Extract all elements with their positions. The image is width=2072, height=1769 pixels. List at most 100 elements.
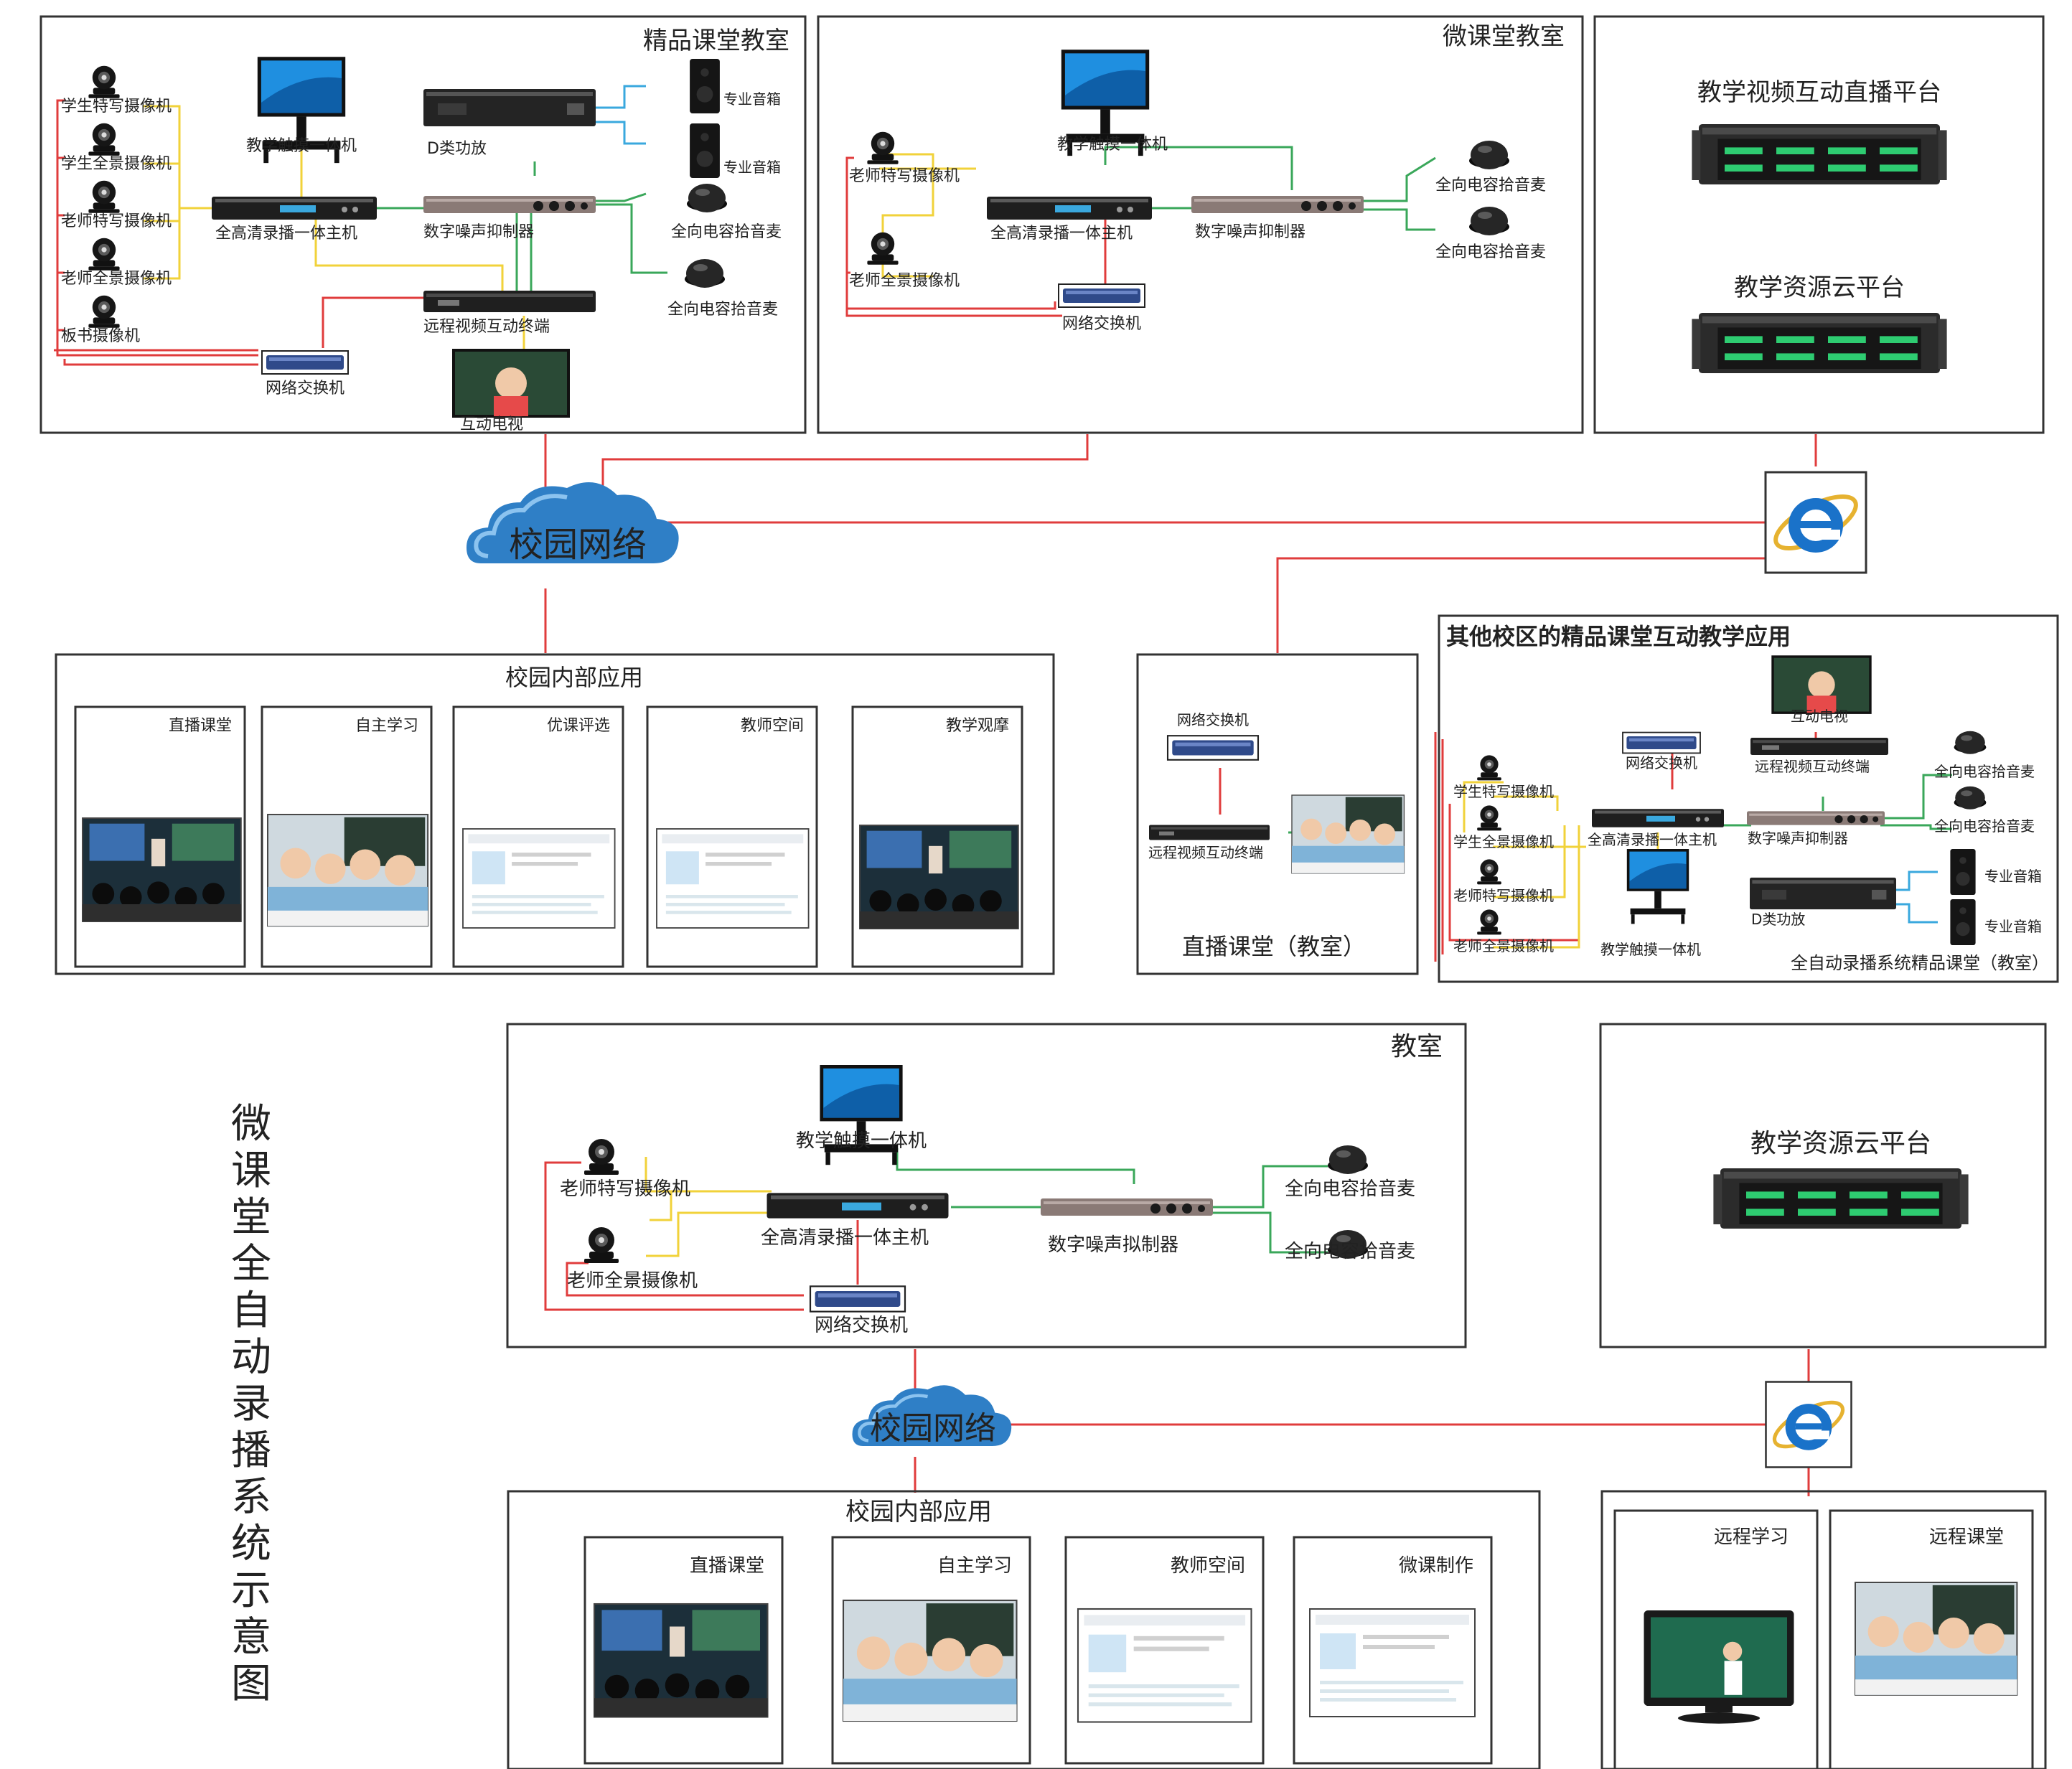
app-card-title: 直播课堂 (169, 717, 232, 735)
camera-label: 老师特写摄像机 (849, 167, 960, 185)
speaker-icon (690, 59, 720, 113)
micro-classroom-box (817, 15, 1584, 434)
app-thumbnail (1309, 1608, 1476, 1717)
app-card (583, 1536, 784, 1765)
bottom-internal-apps-box (507, 1490, 1541, 1769)
interactive-tv-icon (452, 349, 570, 418)
network-link-line (1276, 557, 1766, 653)
noise-suppressor-label: 数字噪声抑制器 (1748, 830, 1848, 847)
amplifier-label: D类功放 (1751, 911, 1805, 928)
network-switch-icon (1166, 735, 1260, 761)
recorder-host-label: 全高清录播一体主机 (990, 225, 1133, 243)
internet-explorer-icon (1766, 1382, 1852, 1468)
speaker-label: 专业音箱 (1984, 918, 2042, 935)
diagram-layer: 精品课堂教室学生特写摄像机学生全景摄像机老师特写摄像机老师全景摄像机板书摄像机教… (39, 15, 2059, 1769)
app-card-title: 微课制作 (1399, 1555, 1473, 1577)
amplifier-icon (1750, 877, 1896, 910)
camera-label: 老师特写摄像机 (61, 212, 172, 230)
video-link-line (1493, 825, 1580, 949)
camera-label: 老师特写摄像机 (560, 1178, 690, 1200)
app-card (452, 705, 624, 968)
vertical-title-char: 微 (231, 1101, 271, 1148)
app-card (261, 705, 433, 968)
touch-all-in-one-label: 教学触摸一体机 (1600, 941, 1701, 958)
app-thumbnail (842, 1599, 1018, 1722)
app-card-title: 教师空间 (1171, 1555, 1245, 1577)
microphone-label: 全向电容拾音麦 (1934, 763, 2035, 780)
microphone-icon (1328, 1145, 1368, 1174)
speaker-link-line (596, 85, 646, 109)
network-switch-icon (1622, 731, 1701, 754)
internal-apps-box (55, 653, 1055, 975)
remote-classroom-photo (1855, 1582, 2018, 1696)
camera-icon (88, 238, 120, 271)
camera-icon (1477, 909, 1501, 935)
app-thumbnail (462, 828, 616, 929)
camera-icon (867, 232, 899, 265)
vertical-title-char: 自 (231, 1287, 271, 1334)
recorder-host-label: 全高清录播一体主机 (215, 225, 357, 243)
camera-label: 学生特写摄像机 (1453, 783, 1554, 800)
camera-label: 学生全景摄像机 (61, 155, 172, 173)
network-link-line (56, 156, 258, 357)
app-card (1293, 1536, 1493, 1765)
remote-card (1613, 1509, 1819, 1769)
interactive-tv-label: 互动电视 (1791, 708, 1848, 725)
network-link-line (566, 1262, 804, 1297)
cloud-platform-title: 教学资源云平台 (1750, 1129, 1931, 1158)
premium-classroom-box (39, 15, 807, 434)
server-icon (1692, 313, 1947, 373)
noise-suppressor-label: 数字噪声抑制器 (1195, 223, 1305, 241)
app-card-title: 直播课堂 (690, 1555, 764, 1577)
video-link-line (314, 215, 504, 294)
switch-label: 网络交换机 (266, 380, 344, 398)
video-link-line (650, 1191, 672, 1221)
live-platform-title: 教学视频互动直播平台 (1697, 78, 1941, 107)
camera-label: 学生特写摄像机 (61, 98, 172, 116)
speaker-label: 专业音箱 (723, 159, 781, 176)
recorder-host-label: 全高清录播一体主机 (1588, 831, 1717, 848)
vertical-title-char: 统 (231, 1521, 271, 1567)
camera-icon (1477, 805, 1501, 831)
app-card (831, 1536, 1031, 1765)
speaker-label: 专业音箱 (723, 90, 781, 108)
camera-icon (1477, 755, 1501, 781)
app-card-title: 教学观摩 (946, 717, 1009, 735)
app-thumbnail (82, 817, 242, 922)
camera-label: 板书摄像机 (61, 327, 140, 345)
recorder-host-label: 全高清录播一体主机 (761, 1227, 929, 1249)
noise-suppressor-label: 数字噪声拟制器 (1048, 1234, 1178, 1256)
remote-terminal-label: 远程视频互动终端 (423, 318, 550, 336)
vertical-title-char: 全 (231, 1241, 271, 1287)
other-campus-box (1438, 614, 2059, 983)
app-card (1064, 1536, 1265, 1765)
bottom-classroom-title: 教室 (1391, 1032, 1443, 1061)
app-card-title: 自主学习 (355, 717, 418, 735)
vertical-title-char: 动 (231, 1334, 271, 1381)
app-thumbnail (267, 814, 429, 927)
noise-suppressor-icon (1041, 1198, 1213, 1216)
app-card (646, 705, 818, 968)
video-link-line (1493, 795, 1559, 811)
audio-link-line (1104, 146, 1293, 190)
vertical-title-char: 课 (231, 1148, 271, 1194)
noise-suppressor-icon (1747, 811, 1885, 825)
network-link-line (63, 359, 258, 366)
network-switch-icon (261, 350, 349, 375)
video-link-line (646, 1211, 772, 1257)
audio-link-line (1213, 1211, 1328, 1254)
internal-apps-title: 校园内部应用 (505, 664, 643, 691)
noise-suppressor-icon (423, 196, 596, 213)
interactive-tv-icon (1771, 655, 1872, 714)
vertical-title-char: 示 (231, 1567, 271, 1614)
app-card-title: 优课评选 (547, 717, 610, 735)
audio-link-line (896, 1148, 1135, 1184)
bottom-classroom-box (506, 1023, 1467, 1348)
remote-card-title: 远程课堂 (1929, 1526, 2004, 1548)
recorder-host-icon (987, 197, 1152, 220)
app-card-title: 教师空间 (741, 717, 804, 735)
camera-icon (584, 1139, 619, 1175)
noise-suppressor-icon (1191, 196, 1364, 213)
switch-label: 网络交换机 (1177, 711, 1249, 728)
